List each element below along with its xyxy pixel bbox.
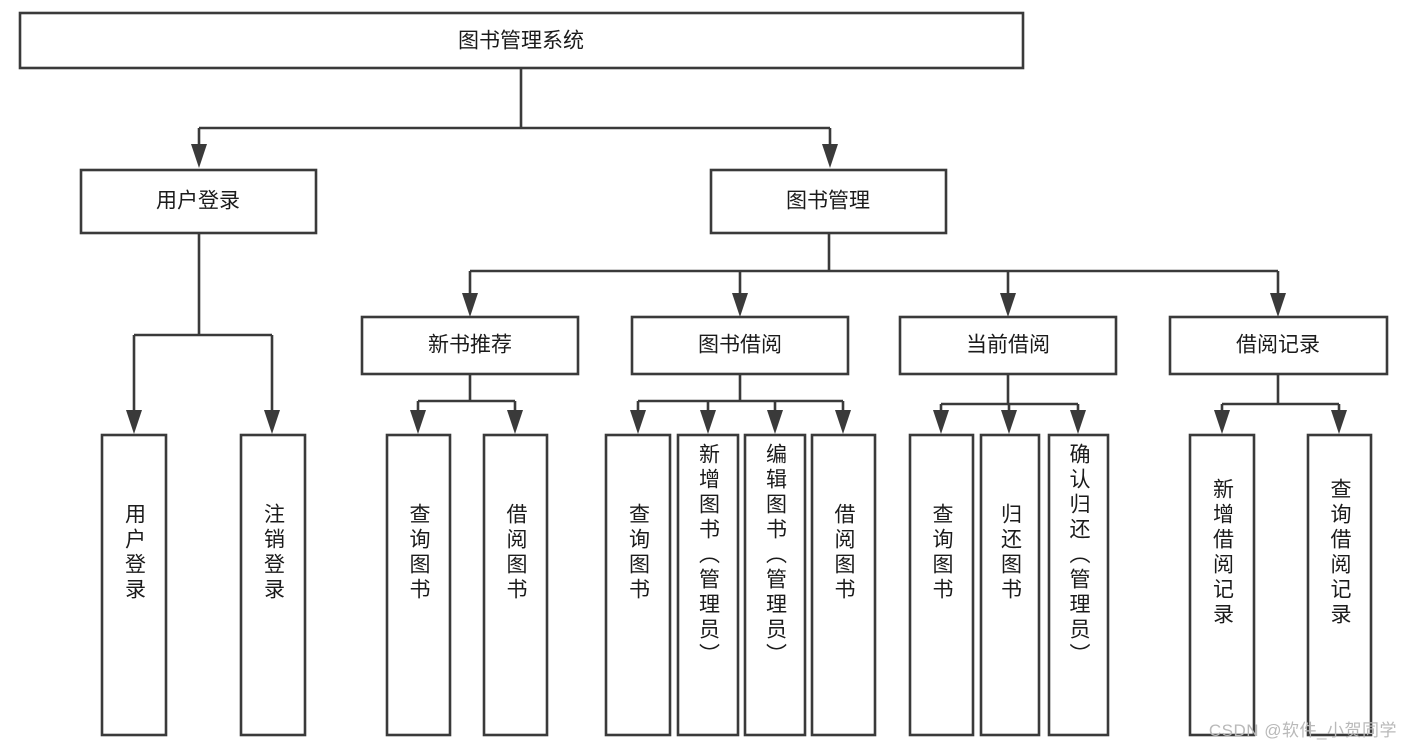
node-book-management[interactable]: 图书管理 — [709, 168, 948, 235]
node-user-login-label: 用户登录 — [156, 190, 240, 213]
leaf-box-newbook-borrow[interactable] — [482, 433, 549, 737]
node-new-book-recommend[interactable]: 新书推荐 — [360, 315, 580, 376]
arrow-head-borrowrecord-2 — [1331, 410, 1347, 434]
leaf-box-user-login-login[interactable] — [100, 433, 168, 737]
arrow-head-root-2 — [822, 144, 838, 168]
connector-userlogin-to-leaves — [126, 233, 280, 434]
leaf-box-bookborrow-borrow[interactable] — [810, 433, 877, 737]
arrow-head-currentborrow-1 — [933, 410, 949, 434]
connector-bookborrow-to-leaves — [630, 374, 851, 434]
connector-bookmgmt-to-level2 — [462, 233, 1286, 317]
leaf-box-currentborrow-return[interactable] — [979, 433, 1041, 737]
arrow-head-bookborrow-2 — [700, 410, 716, 434]
connector-root-to-level1 — [191, 68, 838, 168]
node-root-system-label: 图书管理系统 — [458, 30, 584, 53]
arrow-head-userlogin-1 — [126, 410, 142, 434]
connector-currentborrow-to-leaves — [933, 374, 1086, 434]
node-book-borrow[interactable]: 图书借阅 — [630, 315, 850, 376]
arrow-head-bookborrow-1 — [630, 410, 646, 434]
arrow-head-bookmgmt-1 — [462, 293, 478, 317]
arrow-head-userlogin-2 — [264, 410, 280, 434]
arrow-head-bookborrow-4 — [835, 410, 851, 434]
arrow-head-bookmgmt-3 — [1000, 293, 1016, 317]
leaf-box-bookborrow-query[interactable] — [604, 433, 672, 737]
node-borrow-record-label: 借阅记录 — [1236, 334, 1320, 357]
arrow-head-newbook-2 — [507, 410, 523, 434]
leaf-box-bookborrow-add[interactable] — [676, 433, 740, 737]
arrow-head-borrowrecord-1 — [1214, 410, 1230, 434]
arrow-head-bookmgmt-2 — [732, 293, 748, 317]
node-current-borrow-label: 当前借阅 — [966, 334, 1050, 357]
arrow-head-root-1 — [191, 144, 207, 168]
leaf-box-bookborrow-edit[interactable] — [743, 433, 807, 737]
node-borrow-record[interactable]: 借阅记录 — [1168, 315, 1389, 376]
node-user-login-box[interactable] — [79, 168, 318, 235]
node-borrow-record-box[interactable] — [1168, 315, 1389, 376]
arrow-head-bookborrow-3 — [767, 410, 783, 434]
leaf-box-currentborrow-confirm[interactable] — [1047, 433, 1110, 737]
leaf-box-borrowrecord-query[interactable] — [1306, 433, 1373, 737]
connector-newbook-to-leaves — [410, 374, 523, 434]
leaf-box-currentborrow-query[interactable] — [908, 433, 975, 737]
node-current-borrow[interactable]: 当前借阅 — [898, 315, 1118, 376]
connector-borrowrecord-to-leaves — [1214, 374, 1347, 434]
node-book-borrow-box[interactable] — [630, 315, 850, 376]
leaf-box-user-login-logout[interactable] — [239, 433, 307, 737]
arrow-head-bookmgmt-4 — [1270, 293, 1286, 317]
node-root-system[interactable]: 图书管理系统 — [18, 11, 1025, 70]
leaf-box-newbook-query[interactable] — [385, 433, 452, 737]
arrow-head-newbook-1 — [410, 410, 426, 434]
watermark-credit: CSDN @软件_小贺同学 — [1208, 721, 1397, 740]
node-book-management-label: 图书管理 — [786, 190, 870, 213]
node-root-system-box[interactable] — [18, 11, 1025, 70]
node-book-borrow-label: 图书借阅 — [698, 334, 782, 357]
node-new-book-recommend-box[interactable] — [360, 315, 580, 376]
arrow-head-currentborrow-3 — [1070, 410, 1086, 434]
node-user-login[interactable]: 用户登录 — [79, 168, 318, 235]
leaf-box-borrowrecord-add[interactable] — [1188, 433, 1256, 737]
node-current-borrow-box[interactable] — [898, 315, 1118, 376]
node-book-management-box[interactable] — [709, 168, 948, 235]
arrow-head-currentborrow-2 — [1001, 410, 1017, 434]
node-new-book-recommend-label: 新书推荐 — [428, 334, 512, 357]
